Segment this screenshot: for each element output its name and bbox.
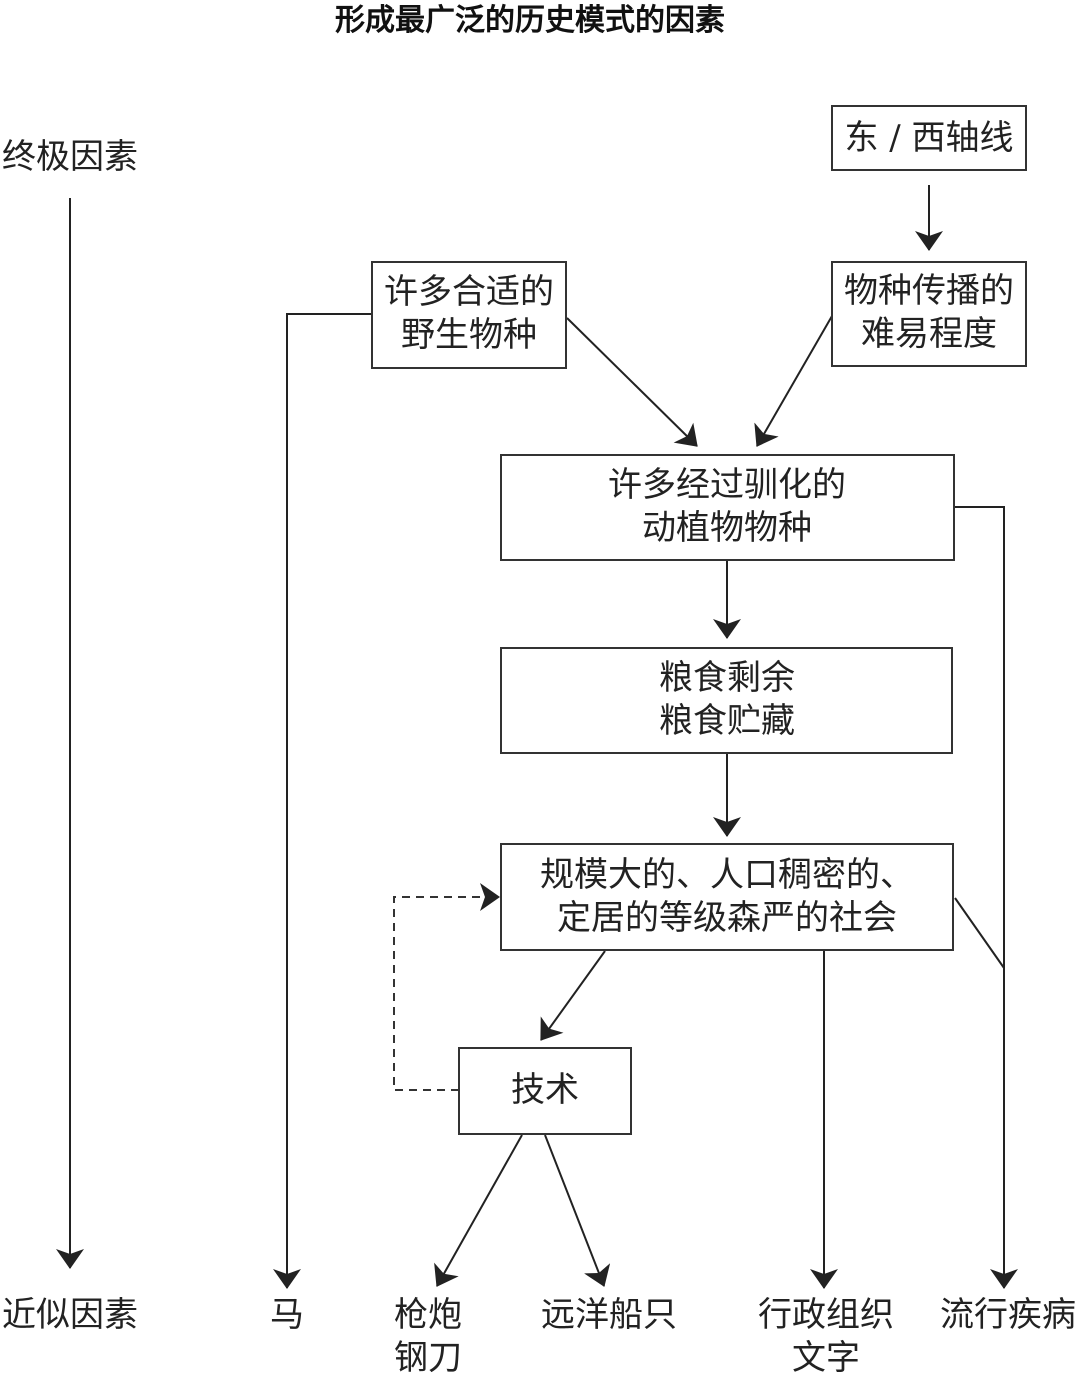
outcome-disease: 流行疾病 [940,1295,1076,1335]
node-east-west-axis: 东 / 西轴线 [831,105,1027,171]
node-technology: 技术 [458,1047,632,1135]
node-domesticated-line-1: 许多经过驯化的 [608,465,846,505]
node-spread-ease-line-2: 难易程度 [861,314,997,354]
arrow-technology-to-ships [544,1134,611,1287]
arrow-domesticated-to-disease [955,506,1018,1289]
arrow-wild-to-horses [273,313,372,1289]
arrow-technology-to-guns [434,1134,523,1287]
outcome-writing: 文字 [792,1338,860,1378]
arrow-spread-to-domesticated [754,315,833,447]
outcome-steel: 钢刀 [394,1338,462,1378]
node-society-line-2: 定居的等级森严的社会 [557,898,897,938]
node-technology-text: 技术 [511,1070,579,1110]
arrow-society-to-technology [540,950,606,1041]
node-society-line-1: 规模大的、人口稠密的、 [540,855,914,895]
node-spread-ease-line-1: 物种传播的 [844,271,1014,311]
node-spread-ease: 物种传播的 难易程度 [831,261,1027,367]
node-food-surplus: 粮食剩余 粮食贮藏 [500,647,953,754]
arrow-wild-to-domesticated [566,317,698,447]
node-wild-species: 许多合适的 野生物种 [371,261,567,369]
node-wild-species-line-1: 许多合适的 [384,272,554,312]
node-domesticated: 许多经过驯化的 动植物物种 [500,454,955,561]
proximate-factors-label: 近似因素 [2,1295,138,1335]
link-society-to-disease [954,897,1005,969]
outcome-guns: 枪炮 [394,1295,462,1335]
outcome-horses: 马 [270,1295,304,1335]
outcome-government: 行政组织 [758,1295,894,1335]
ultimate-factors-label: 终极因素 [2,137,138,177]
node-wild-species-line-2: 野生物种 [401,315,537,355]
node-society: 规模大的、人口稠密的、 定居的等级森严的社会 [500,843,954,951]
outcome-ships: 远洋船只 [541,1295,677,1335]
node-food-surplus-line-2: 粮食贮藏 [659,701,795,741]
diagram-title: 形成最广泛的历史模式的因素 [335,3,725,38]
feedback-technology-to-society [393,883,500,1091]
node-food-surplus-line-1: 粮食剩余 [659,658,795,698]
node-domesticated-line-2: 动植物物种 [642,508,812,548]
node-east-west-axis-text: 东 / 西轴线 [844,118,1013,158]
